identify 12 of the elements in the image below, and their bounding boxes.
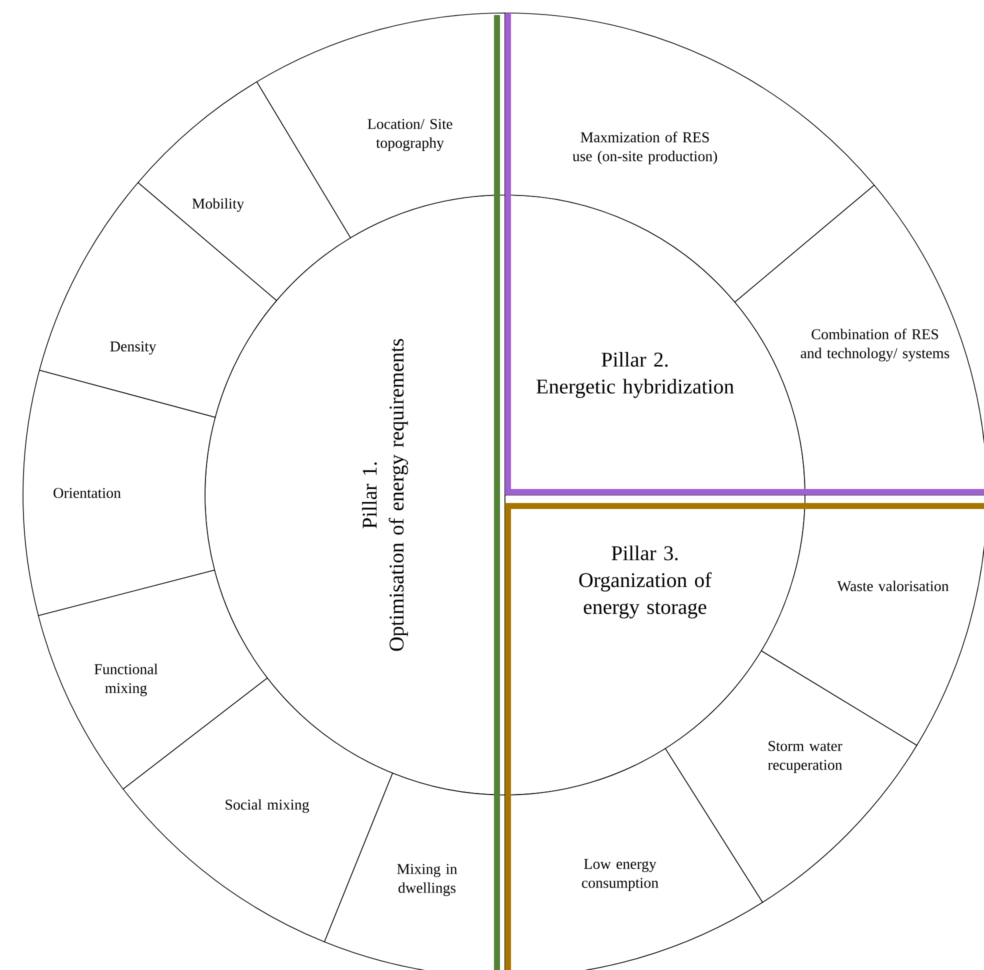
node-label: Mixing in dwellings (397, 864, 458, 896)
ring-segment: Functional mixing (38, 570, 268, 790)
ring-segment: Mixing in dwellings (324, 772, 506, 970)
ring-segment: Location/ Site topography (256, 12, 506, 238)
ring-segment: Combination of RES and technology/ systems (734, 184, 984, 496)
ring-segment: Mobility (138, 81, 351, 301)
node-label: Waste valorisation (837, 580, 949, 592)
ring-segment: Orientation (22, 370, 216, 616)
node-label: Low energy consumption (582, 859, 658, 891)
ring-segment: Low energy consumption (504, 748, 763, 970)
ring-segment: Storm water recuperation (664, 650, 918, 903)
ring-segment: Maxmization of RES use (on-site production) (504, 12, 875, 303)
